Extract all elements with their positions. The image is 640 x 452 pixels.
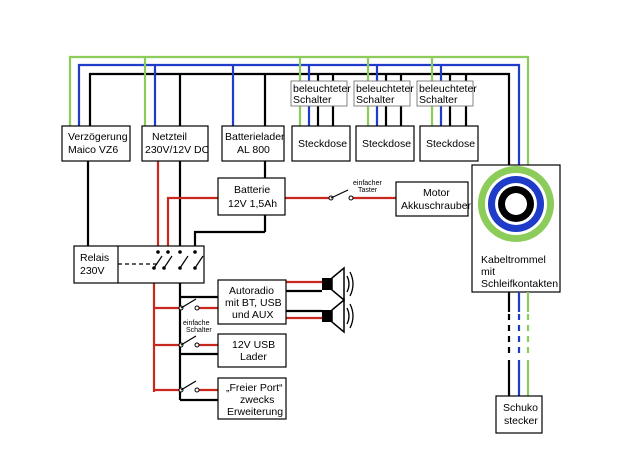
beleuchteter-schalter-1: beleuchteter Schalter <box>290 80 351 107</box>
freier-port-line3: Erweiterung <box>227 406 283 418</box>
netzteil-box: Netzteil 230V/12V DC <box>141 125 210 162</box>
schalter-label-2: Schalter <box>186 327 212 334</box>
motor-line2: Akkuschrauber <box>401 200 472 212</box>
beleuchteter-schalter-3: beleuchteter Schalter <box>416 80 477 107</box>
bs3-line2: Schalter <box>419 94 458 106</box>
kabeltrommel-line2: mit <box>481 266 495 278</box>
schuko-line1: Schuko <box>503 402 538 414</box>
verzoegerung-line2: Maico VZ6 <box>68 144 118 156</box>
batterie-line2: 12V 1,5Ah <box>228 198 277 210</box>
steckdose-1-box: Steckdose <box>291 125 351 162</box>
schalter-label-1: einfache <box>183 320 210 327</box>
verzoegerung-line1: Verzögerung <box>68 131 128 143</box>
usb-lader-line1: 12V USB <box>232 339 275 351</box>
bs3-line1: beleuchteter <box>419 83 477 95</box>
bs2-line2: Schalter <box>356 94 395 106</box>
autoradio-line2: mit BT, USB <box>225 297 282 309</box>
speaker-icon-bottom <box>322 298 354 334</box>
bs2-line1: beleuchteter <box>356 83 414 95</box>
batterielader-line2: AL 800 <box>237 144 270 156</box>
netzteil-line1: Netzteil <box>152 131 187 143</box>
freier-port-line2: zwecks <box>240 394 274 406</box>
kabeltrommel-box: Kabeltrommel mit Schleifkontakten <box>471 164 561 293</box>
usb-lader-box: 12V USB Lader <box>217 333 287 368</box>
batterie-box: Batterie 12V 1,5Ah <box>217 177 286 216</box>
relais-line2: 230V <box>80 265 105 277</box>
taster-label-2: Taster <box>358 187 378 194</box>
autoradio-line1: Autoradio <box>229 285 274 297</box>
steckdose-3-box: Steckdose <box>419 125 479 162</box>
freier-port-line1: „Freier Port“ <box>226 382 283 394</box>
steckdose-2-label: Steckdose <box>362 138 411 150</box>
netzteil-line2: 230V/12V DC <box>145 144 210 156</box>
kabeltrommel-line1: Kabeltrommel <box>481 254 546 266</box>
batterie-line1: Batterie <box>234 184 270 196</box>
relais-box: Relais 230V <box>73 245 205 284</box>
schuko-line2: stecker <box>504 415 538 427</box>
freier-port-box: „Freier Port“ zwecks Erweiterung <box>217 377 287 420</box>
schuko-box: Schuko stecker <box>495 395 543 434</box>
relais-line1: Relais <box>80 252 109 264</box>
batterielader-line1: Batterielader <box>225 131 285 143</box>
beleuchteter-schalter-2: beleuchteter Schalter <box>353 80 414 107</box>
steckdose-3-label: Steckdose <box>426 138 475 150</box>
switch-symbols <box>178 189 354 393</box>
motor-line1: Motor <box>423 187 450 199</box>
dc-lines <box>152 161 396 392</box>
bs1-line1: beleuchteter <box>293 83 351 95</box>
batterielader-box: Batterielader AL 800 <box>221 125 285 162</box>
autoradio-line3: und AUX <box>232 309 273 321</box>
steckdose-1-label: Steckdose <box>298 138 347 150</box>
usb-lader-line2: Lader <box>240 351 267 363</box>
verzoegerung-box: Verzögerung Maico VZ6 <box>61 125 131 162</box>
taster-label-1: einfacher <box>353 180 382 187</box>
bs1-line2: Schalter <box>293 94 332 106</box>
steckdose-2-box: Steckdose <box>355 125 415 162</box>
motor-box: Motor Akkuschrauber <box>395 181 472 217</box>
autoradio-box: Autoradio mit BT, USB und AUX <box>217 279 287 325</box>
drum-cable <box>507 292 530 396</box>
phase-runs <box>86 161 267 402</box>
kabeltrommel-line3: Schleifkontakten <box>481 278 558 290</box>
speaker-icon-top <box>322 266 354 302</box>
